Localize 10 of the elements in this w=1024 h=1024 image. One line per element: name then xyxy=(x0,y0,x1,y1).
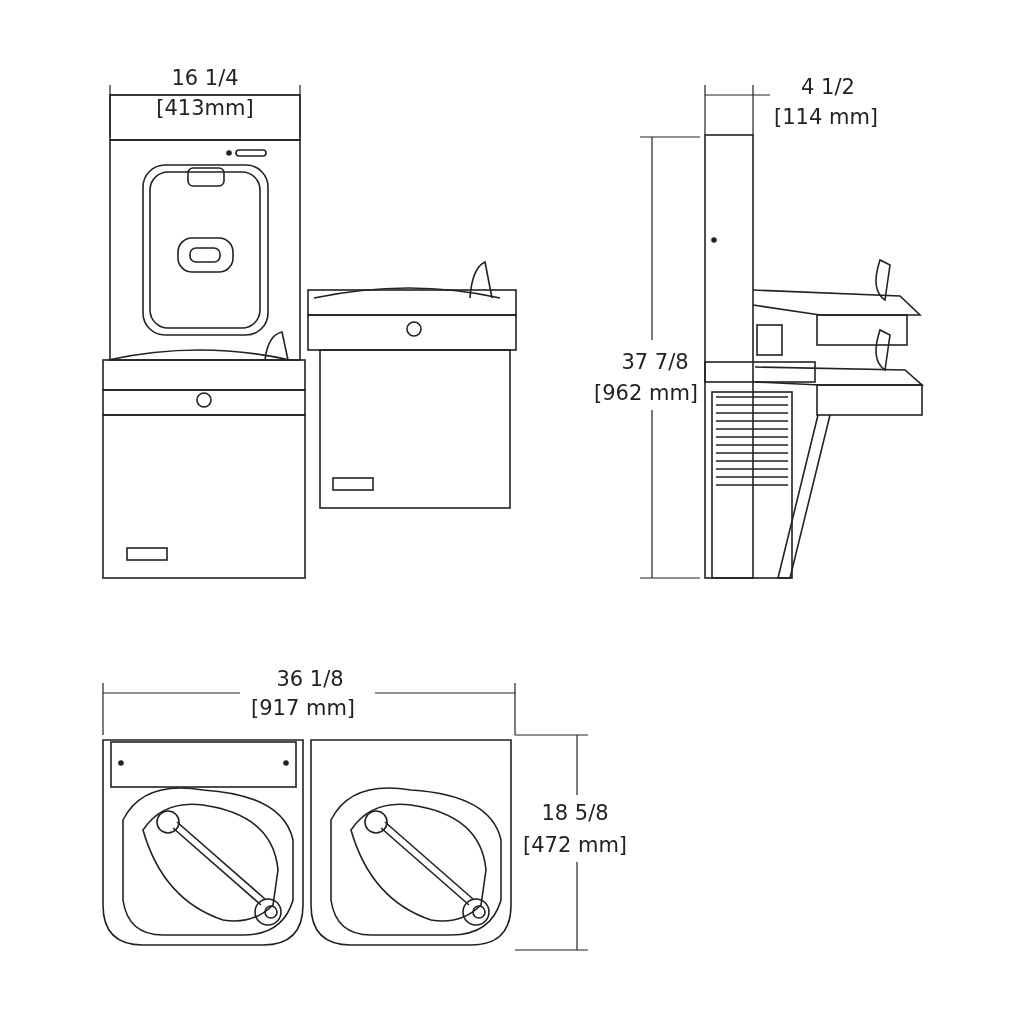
dimension-label: 18 5/8 xyxy=(541,802,609,824)
dimension-label: [472 mm] xyxy=(522,834,628,856)
dimension-label: [114 mm] xyxy=(773,106,879,128)
dimension-label: [962 mm] xyxy=(593,382,699,404)
dimension-label: [413mm] xyxy=(156,97,254,119)
dimension-label: 36 1/8 xyxy=(276,668,344,690)
dimension-label: 37 7/8 xyxy=(621,351,689,373)
dimension-label: 4 1/2 xyxy=(801,76,855,98)
dimension-label: 16 1/4 xyxy=(171,67,239,89)
dimension-label: [917 mm] xyxy=(250,697,356,719)
